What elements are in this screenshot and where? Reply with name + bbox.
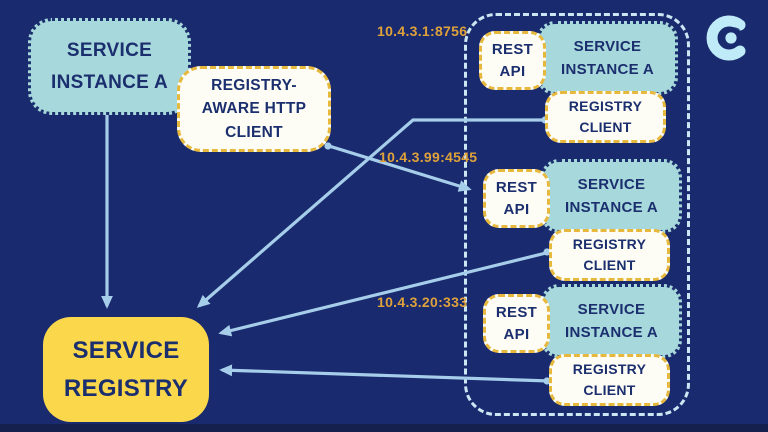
arrow-client-to-rest-api-2 — [328, 144, 472, 192]
node-label: AWARE HTTP — [201, 100, 307, 118]
node-label: REGISTRY — [63, 374, 189, 402]
node-registry-client-3: REGISTRY CLIENT — [549, 354, 670, 406]
instance-group-3: SERVICE INSTANCE A REST API REGISTRY CLI… — [483, 284, 697, 410]
node-label: SERVICE — [573, 37, 642, 55]
connector-dot — [324, 142, 332, 150]
instances-cluster-container — [464, 13, 690, 416]
arrow-registry-client-2-to-registry — [218, 250, 551, 337]
ip-label-2: 10.4.3.99:4545 — [379, 149, 478, 165]
node-label: CLIENT — [583, 382, 636, 398]
node-label: API — [503, 325, 530, 343]
node-label: CLIENT — [225, 123, 283, 141]
node-service-instance-a-1: SERVICE INSTANCE A — [537, 21, 678, 95]
node-label: SERVICE — [72, 337, 180, 365]
instance-group-1: SERVICE INSTANCE A REST API REGISTRY CLI… — [479, 21, 693, 147]
node-rest-api-1: REST API — [479, 31, 546, 90]
node-rest-api-3: REST API — [483, 294, 550, 353]
node-label: REST — [491, 40, 534, 58]
node-label: CLIENT — [579, 119, 632, 135]
node-label: SERVICE — [577, 300, 646, 318]
node-registry-client-1: REGISTRY CLIENT — [545, 91, 666, 143]
node-label: API — [499, 62, 526, 80]
node-label: INSTANCE A — [51, 71, 168, 93]
connector-dot — [543, 377, 551, 385]
node-label: SERVICE — [66, 40, 153, 62]
node-label: API — [503, 200, 530, 218]
node-service-instance-a-3: SERVICE INSTANCE A — [541, 284, 682, 358]
node-label: REST — [495, 178, 538, 196]
node-registry-aware-http-client: REGISTRY- AWARE HTTP CLIENT — [177, 66, 331, 152]
node-label: INSTANCE A — [565, 199, 658, 216]
arrow-registry-client-3-to-registry — [219, 364, 551, 383]
connector-dot — [543, 248, 551, 256]
node-service-instance-a-main: SERVICE INSTANCE A — [28, 18, 191, 115]
c-logo-icon — [706, 15, 746, 61]
node-label: INSTANCE A — [561, 61, 654, 78]
node-label: REGISTRY- — [211, 77, 297, 95]
ip-label-1: 10.4.3.1:8756 — [377, 23, 468, 39]
arrow-registry-client-1-to-registry — [196, 118, 548, 308]
node-service-instance-a-2: SERVICE INSTANCE A — [541, 159, 682, 233]
node-label: SERVICE — [577, 175, 646, 193]
ip-label-3: 10.4.3.20:333 — [377, 294, 468, 310]
node-label: REST — [495, 303, 538, 321]
node-rest-api-2: REST API — [483, 169, 550, 228]
node-service-registry: SERVICE REGISTRY — [43, 317, 209, 422]
node-label: REGISTRY — [568, 98, 643, 114]
node-registry-client-2: REGISTRY CLIENT — [549, 229, 670, 281]
node-label: INSTANCE A — [565, 324, 658, 341]
node-label: REGISTRY — [572, 236, 647, 252]
bottom-edge-strip — [0, 424, 768, 432]
node-label: REGISTRY — [572, 361, 647, 377]
node-label: CLIENT — [583, 257, 636, 273]
instance-group-2: SERVICE INSTANCE A REST API REGISTRY CLI… — [483, 159, 697, 285]
